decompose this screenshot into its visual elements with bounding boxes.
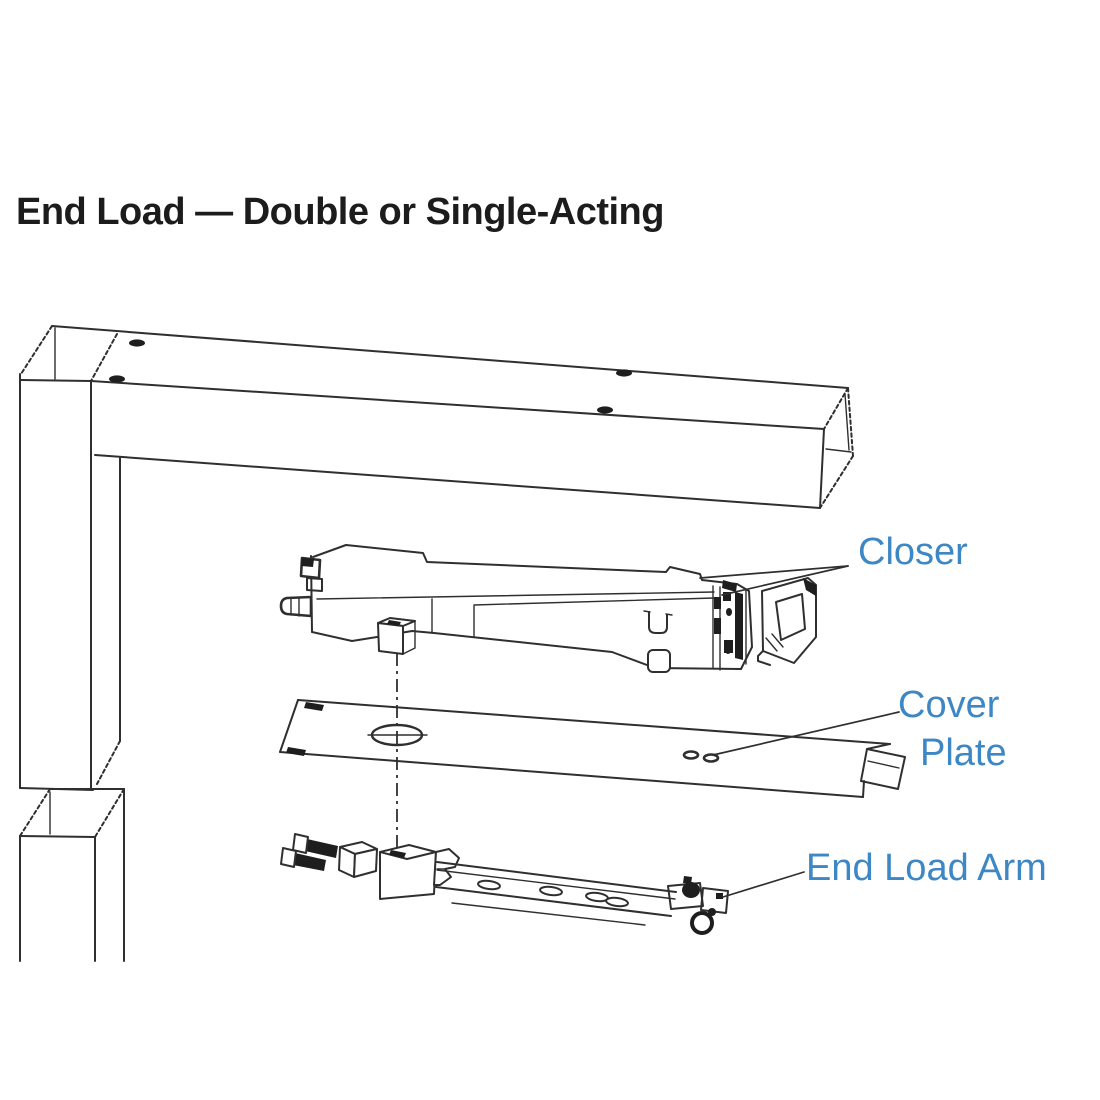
closer-mounting-bracket [757, 577, 817, 666]
closer-track-clips [643, 610, 673, 673]
arm-cam [433, 848, 460, 886]
closer-spindle-boss [377, 617, 416, 655]
header-screw-holes [109, 339, 632, 414]
end-load-arm-label: End Load Arm [806, 847, 1047, 889]
diagram-title: End Load — Double or Single-Acting [16, 191, 664, 233]
cover-plate-label-line1: Cover [898, 684, 1000, 726]
leader-lines [699, 565, 900, 898]
closer-leader-line [721, 565, 849, 596]
closer-part [279, 544, 817, 673]
jamb-break-symbol [19, 788, 125, 838]
end-load-arm-leader-line [722, 871, 805, 898]
door-frame-jamb [19, 373, 125, 962]
cover-plate-leader-line [712, 711, 900, 756]
arm-hub [379, 844, 437, 900]
cover-plate-screw-holes [682, 750, 720, 763]
cover-plate-part [279, 699, 906, 798]
closer-leader-line-2 [699, 565, 849, 579]
cover-plate-label: Cover Plate [898, 681, 1007, 777]
arm-end-roller [667, 876, 729, 935]
closer-label: Closer [858, 531, 968, 573]
end-load-arm-part [280, 833, 729, 935]
closer-end-cap [712, 580, 747, 671]
arm-screws [280, 833, 338, 871]
closer-adjust-tabs [299, 556, 323, 592]
arm-bar [435, 861, 677, 926]
arm-spacer-block [338, 841, 378, 878]
door-frame-header [20, 325, 854, 509]
cover-plate-label-line2: Plate [920, 732, 1007, 774]
closer-valve-stub [279, 595, 313, 618]
